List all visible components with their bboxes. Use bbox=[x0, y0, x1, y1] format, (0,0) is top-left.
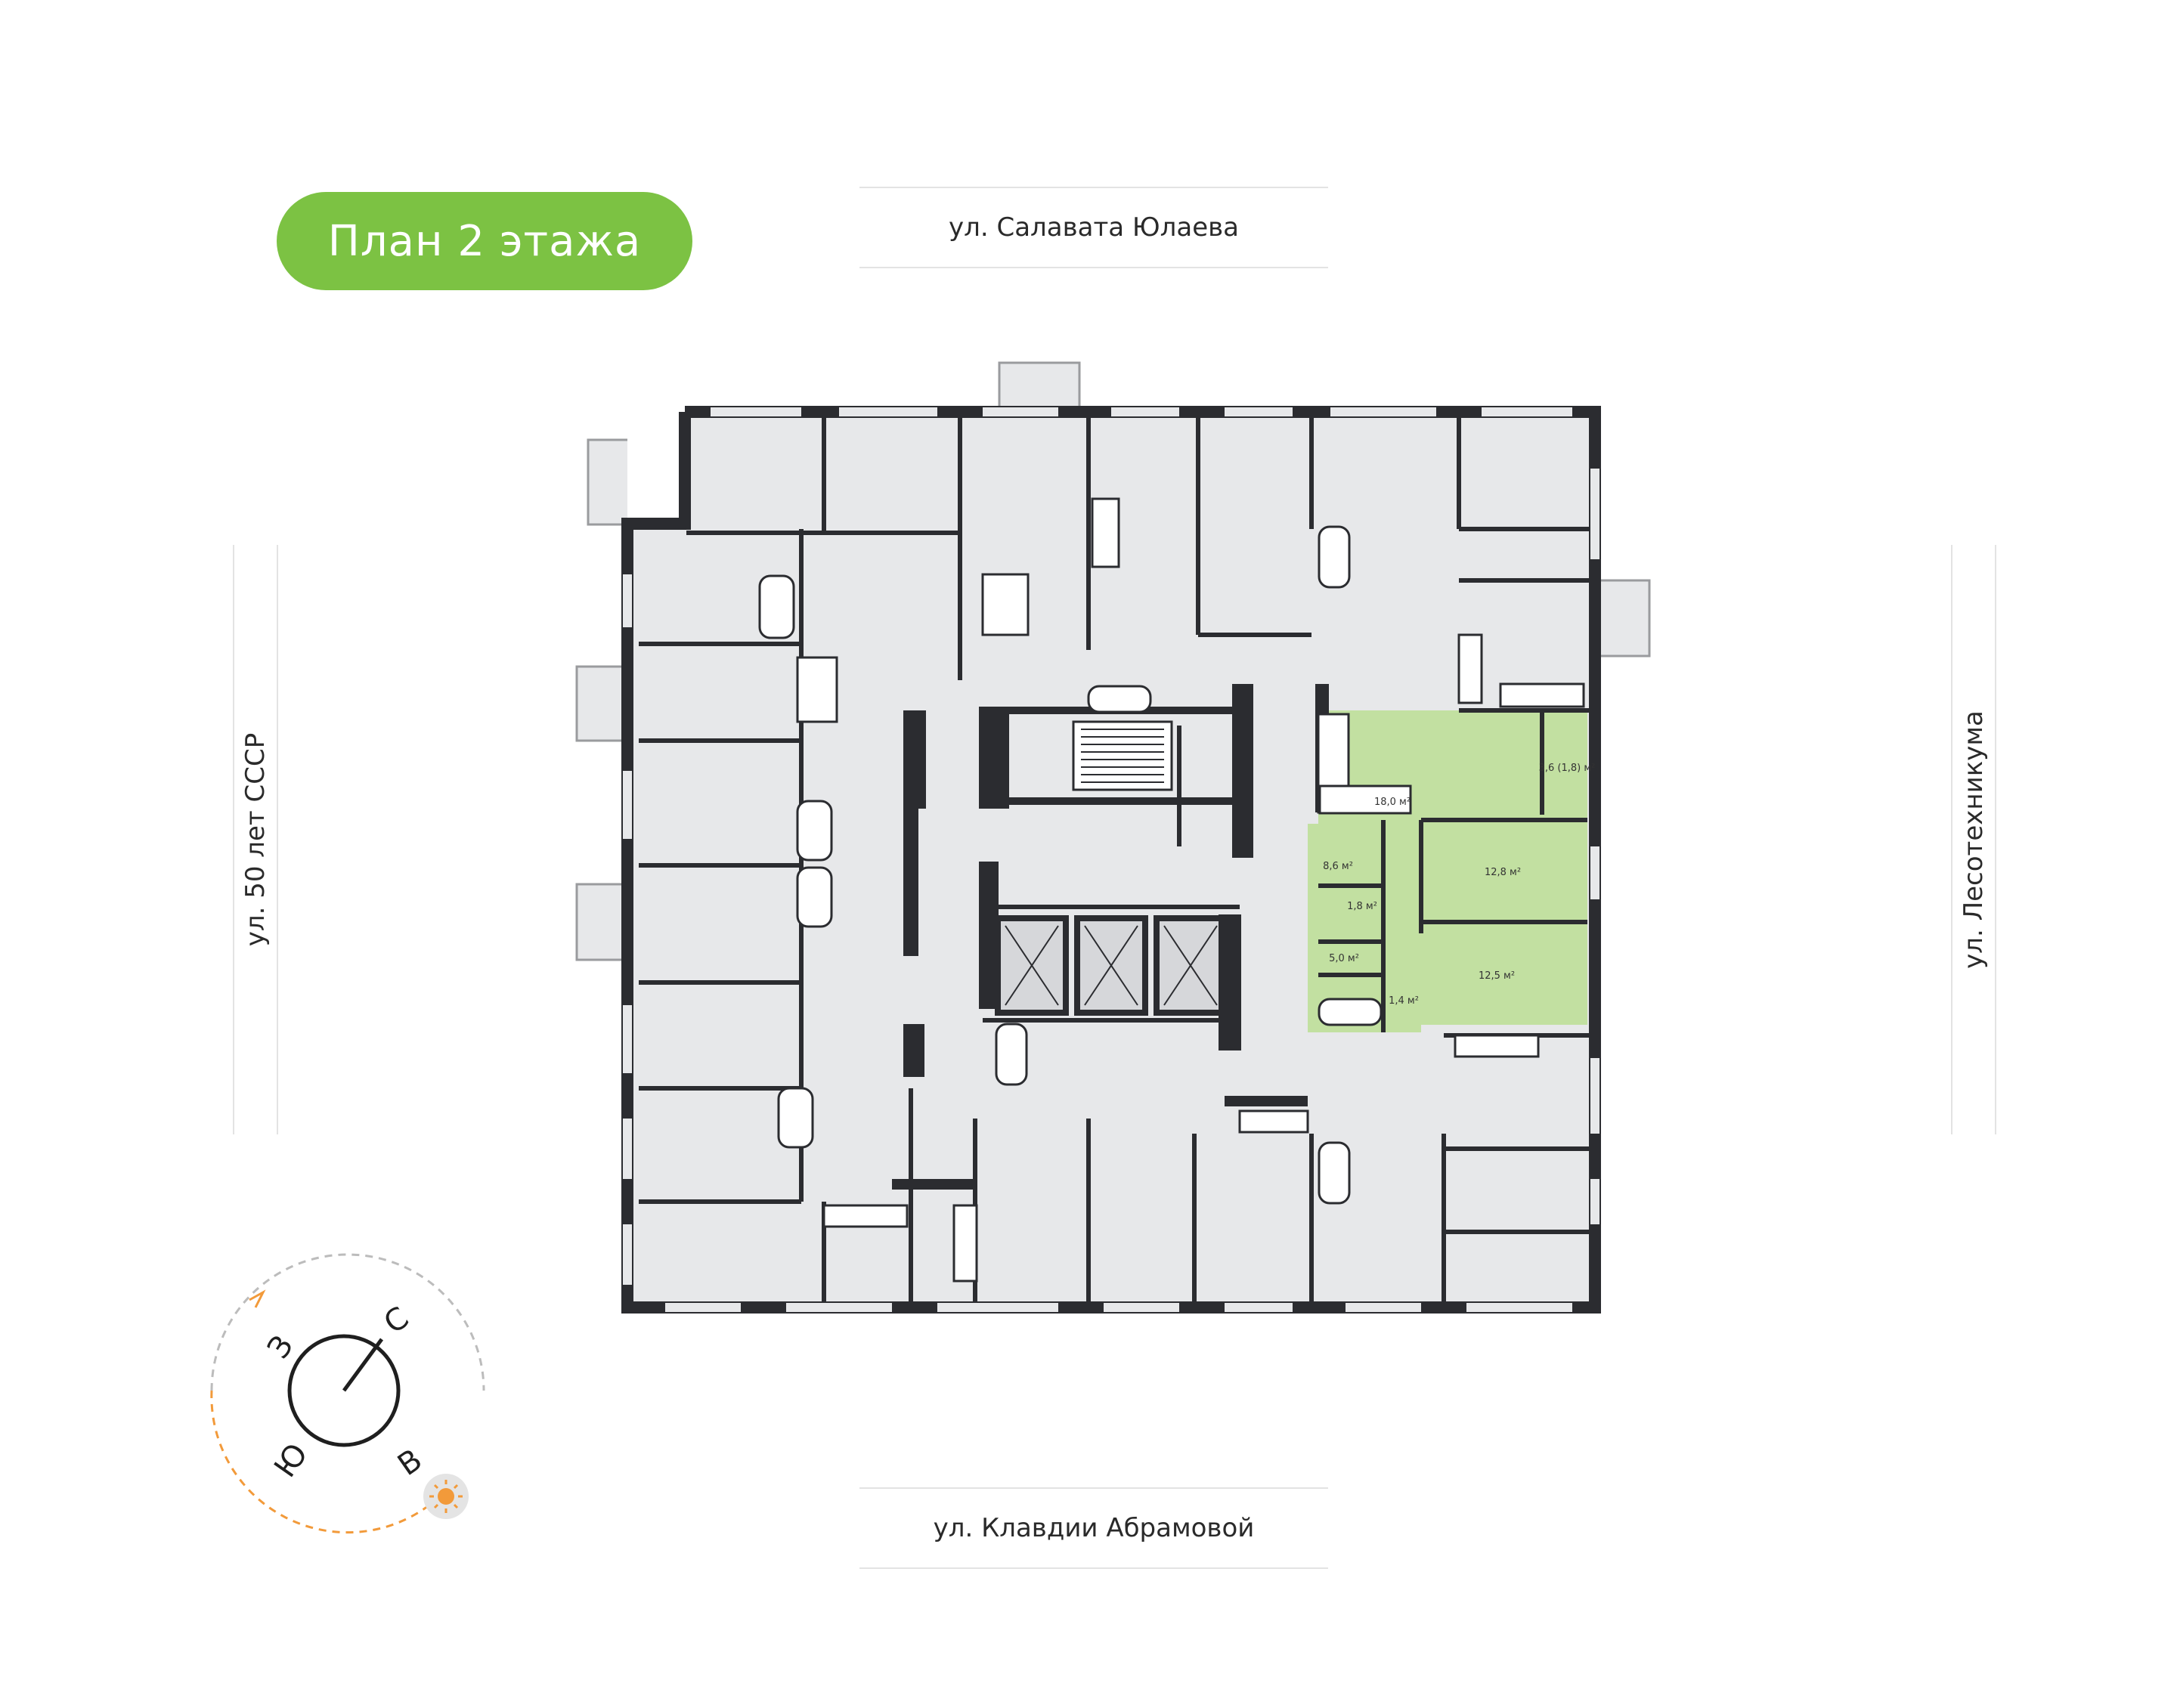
windows bbox=[623, 407, 1599, 1312]
floor-title: План 2 этажа bbox=[327, 216, 642, 266]
sun-path-arrow-icon bbox=[249, 1289, 266, 1308]
compass: С В Ю З bbox=[210, 1253, 485, 1534]
room-area-label: 18,0 м² bbox=[1374, 797, 1411, 808]
sun-icon bbox=[423, 1474, 469, 1519]
elevator-crosses bbox=[1005, 925, 1218, 1006]
compass-needle-icon bbox=[342, 1338, 384, 1392]
fixtures bbox=[758, 497, 1585, 1283]
compass-north: С bbox=[378, 1300, 415, 1341]
room-area-label: 5,0 м² bbox=[1329, 953, 1359, 964]
footprint-notch bbox=[627, 412, 685, 524]
corridor-walls bbox=[892, 684, 1329, 1190]
room-area-label: 12,5 м² bbox=[1479, 970, 1515, 982]
compass-south: Ю bbox=[268, 1437, 314, 1484]
sun-path-day bbox=[210, 1390, 432, 1534]
floor-title-badge: План 2 этажа bbox=[277, 192, 692, 290]
street-label-top: ул. Салавата Юлаева bbox=[859, 187, 1328, 268]
compass-west: З bbox=[261, 1329, 300, 1365]
room-area-label: 1,8 м² bbox=[1347, 901, 1377, 912]
exterior-walls bbox=[621, 406, 1601, 1313]
stairwell bbox=[1072, 720, 1173, 791]
room-area-label: 8,6 м² bbox=[1323, 861, 1353, 872]
street-label-bottom: ул. Клавдии Абрамовой bbox=[859, 1487, 1328, 1569]
stair-steps bbox=[1081, 729, 1164, 783]
room-area-label: 3,6 (1,8) м² bbox=[1539, 763, 1596, 774]
elevator-2 bbox=[1074, 915, 1148, 1016]
room-area-label: 1,4 м² bbox=[1389, 995, 1419, 1007]
room-area-label: 12,8 м² bbox=[1485, 867, 1521, 878]
compass-east: В bbox=[392, 1443, 429, 1483]
apartment-labels: 18,0 м² 3,6 (1,8) м² 8,6 м² 12,8 м² 1,8 … bbox=[1323, 763, 1595, 1007]
